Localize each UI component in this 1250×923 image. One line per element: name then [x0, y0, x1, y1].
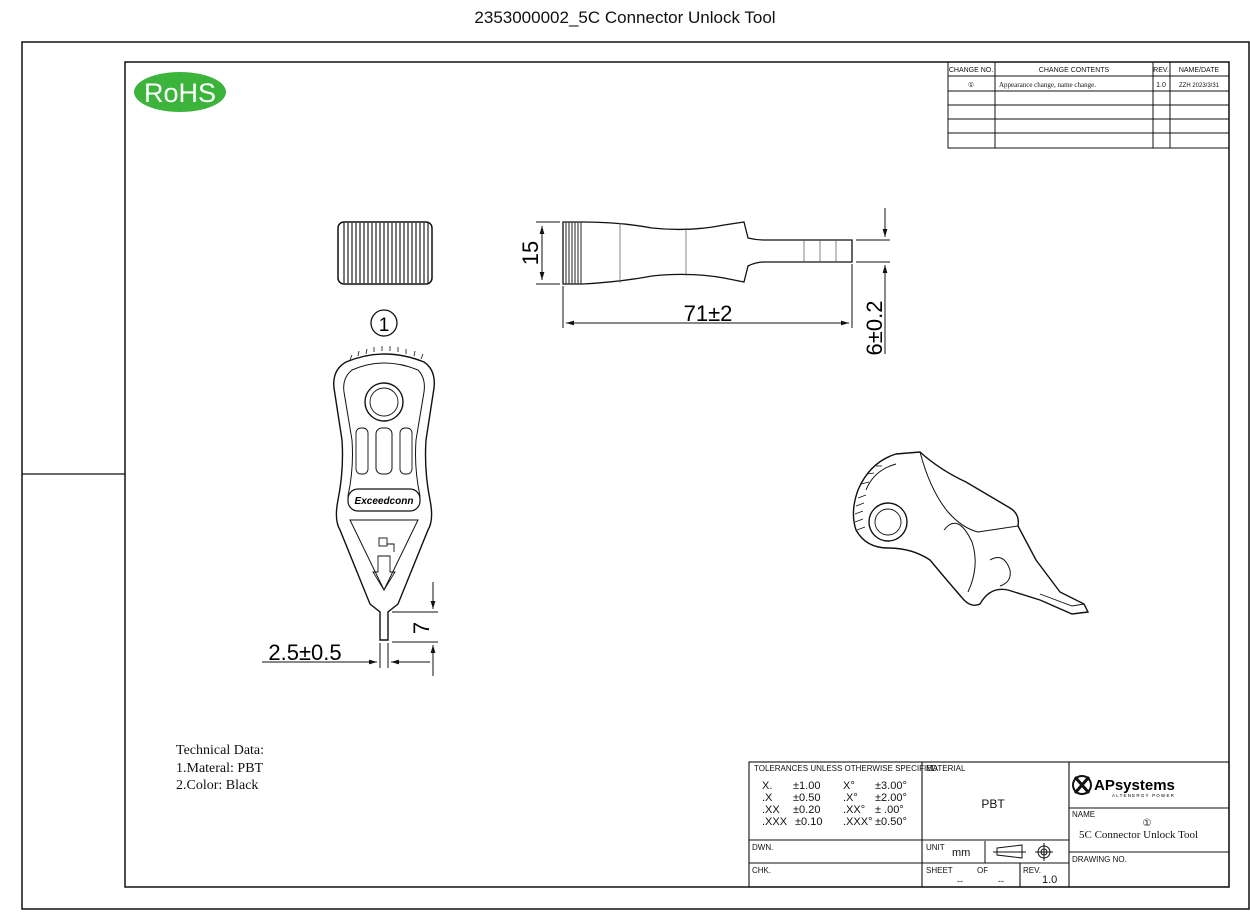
tol-k1-1: .X: [762, 792, 773, 804]
title-block: [748, 761, 1230, 888]
change-table: [947, 61, 1230, 149]
dim-tip-width: [262, 643, 430, 668]
drawing-no-label: DRAWING NO.: [1072, 855, 1127, 864]
tolerances-heading: TOLERANCES UNLESS OTHERWISE SPECIFIED: [754, 764, 938, 773]
end-view-knurled: [337, 221, 433, 285]
apsystems-logo-icon: [1072, 775, 1092, 795]
unit-label: UNIT: [926, 843, 945, 852]
sheet-value: --: [957, 876, 963, 886]
change-row-contents: Appearance change, name change.: [999, 81, 1096, 89]
dwn-label: DWN.: [752, 843, 773, 852]
change-row-rev: 1.0: [1156, 82, 1166, 89]
document-title: 2353000002_5C Connector Unlock Tool: [474, 8, 776, 27]
sheet-label: SHEET: [926, 866, 953, 875]
technical-data-color: 2.Color: Black: [176, 778, 258, 793]
tol-v1-1: ±0.50: [793, 792, 820, 804]
rev-label: REV.: [1023, 866, 1041, 875]
dim-length: [562, 264, 853, 328]
tol-v1-3: ±0.10: [795, 816, 822, 828]
tol-k1-3: .XXX: [762, 816, 788, 828]
tol-v1-0: ±1.00: [793, 780, 820, 792]
change-row-name-date: ZZH 2023/3/31: [1179, 83, 1220, 89]
technical-data-heading: Technical Data:: [176, 743, 264, 758]
part-marker: 1: [370, 309, 398, 337]
company-name: APsystems: [1094, 777, 1175, 794]
tol-k2-0: X°: [843, 780, 855, 792]
unit-value: mm: [952, 847, 970, 859]
dim-tip-length-label: 7: [409, 622, 434, 634]
change-header-name-date: NAME/DATE: [1179, 67, 1220, 74]
technical-data-material: 1.Materal: PBT: [176, 761, 264, 776]
brand-emboss: Exceedconn: [347, 488, 421, 512]
tol-v1-2: ±0.20: [793, 804, 820, 816]
tol-v2-2: ± .00°: [875, 804, 904, 816]
change-header-rev: REV.: [1153, 67, 1169, 74]
tol-k2-3: .XXX°: [843, 816, 872, 828]
material-value: PBT: [981, 797, 1005, 811]
part-marker-label: 1: [379, 315, 390, 336]
dim-tip-thickness-label: 6±0.2: [862, 301, 887, 356]
dim-length-label: 71±2: [684, 301, 733, 326]
name-label: NAME: [1072, 810, 1095, 819]
chk-label: CHK.: [752, 866, 771, 875]
rev-value: 1.0: [1042, 874, 1057, 886]
tol-k1-2: .XX: [762, 804, 780, 816]
name-value: 5C Connector Unlock Tool: [1079, 829, 1198, 841]
change-header-no: CHANGE NO.: [949, 67, 993, 74]
side-view: [562, 221, 853, 285]
company-tagline: ALTENERGY POWER: [1112, 793, 1175, 798]
projection-symbol-icon: [984, 841, 1053, 863]
material-label: MATERIAL: [926, 764, 966, 773]
change-row-no: ①: [968, 81, 974, 89]
name-marker: ①: [1143, 818, 1152, 829]
rohs-badge: RoHS: [134, 72, 226, 112]
tol-v2-3: ±0.50°: [875, 816, 907, 828]
brand-label: Exceedconn: [355, 496, 414, 507]
dim-tip-thickness: [856, 208, 890, 354]
tol-k2-1: .X°: [843, 792, 858, 804]
tol-k2-2: .XX°: [843, 804, 865, 816]
of-value: --: [998, 876, 1004, 886]
of-label: OF: [977, 866, 988, 875]
tol-v2-1: ±2.00°: [875, 792, 907, 804]
dim-tip-length: [392, 582, 438, 676]
isometric-view: [852, 451, 1090, 615]
tol-v2-0: ±3.00°: [875, 780, 907, 792]
company-logo: APsystems ALTENERGY POWER: [1072, 775, 1175, 798]
dim-height-label: 15: [518, 241, 543, 265]
dim-height: [536, 221, 560, 285]
inner-border: [124, 61, 1230, 888]
outer-border: [21, 41, 1250, 910]
rohs-label: RoHS: [144, 78, 216, 108]
front-view: [333, 346, 435, 641]
tol-k1-0: X.: [762, 780, 772, 792]
change-header-contents: CHANGE CONTENTS: [1039, 67, 1110, 74]
dim-tip-width-label: 2.5±0.5: [268, 640, 341, 665]
